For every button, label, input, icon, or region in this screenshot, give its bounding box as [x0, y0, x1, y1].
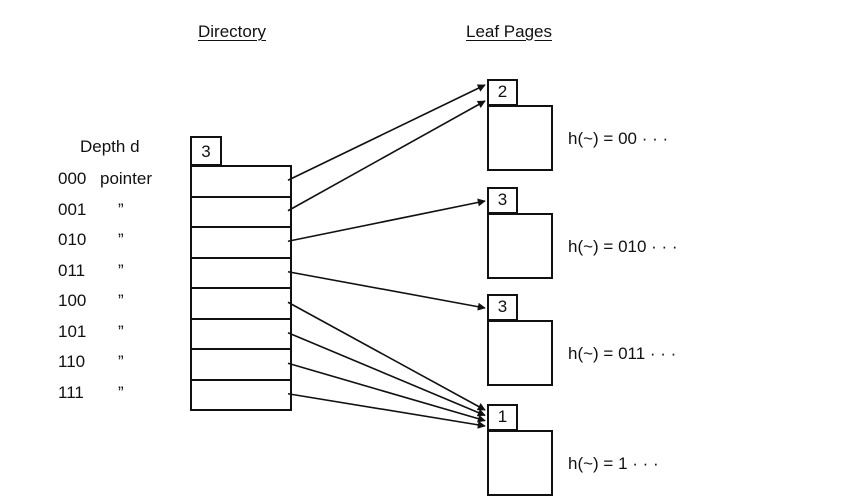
entry-ditto-mark: ” — [118, 321, 124, 341]
entry-ditto-mark: ” — [118, 352, 124, 371]
entry-bits: 001 — [58, 199, 87, 219]
entry-ditto-mark: ” — [118, 291, 124, 310]
pointer-arrow — [287, 332, 486, 417]
leaf-hash-prefix: h(~) = 011 · · · — [568, 344, 677, 363]
leaf-local-depth: 1 — [487, 404, 518, 431]
pointer-arrow — [287, 270, 486, 311]
pointer-arrow — [287, 84, 486, 181]
entry-ditto-mark: ” — [118, 382, 124, 402]
entry-bits: 110 — [58, 352, 86, 371]
directory-slot — [192, 228, 290, 259]
pointer-arrow — [287, 392, 486, 429]
depth-label: Depth d — [80, 137, 140, 156]
leaf-hash-prefix: h(~) = 1 · · · — [568, 454, 659, 473]
directory-slot — [192, 320, 290, 350]
leaf-hash-prefix: h(~) = 010 · · · — [568, 237, 678, 256]
entry-bits: 011 — [58, 260, 86, 280]
leaf-page — [487, 105, 553, 171]
entry-bits: 101 — [58, 321, 87, 341]
leaf-pages-heading: Leaf Pages — [466, 22, 553, 41]
entry-bits: 000 — [58, 169, 87, 188]
pointer-arrow — [287, 301, 486, 411]
entry-ditto-mark: ” — [118, 230, 124, 249]
pointer-arrow — [287, 362, 486, 423]
global-depth-box: 3 — [190, 136, 222, 166]
leaf-page — [487, 320, 553, 386]
directory-heading: Directory — [198, 22, 267, 41]
leaf-page — [487, 213, 553, 279]
leaf-hash-prefix: h(~) = 00 · · · — [568, 129, 669, 148]
entry-ditto-mark: ” — [118, 199, 124, 219]
directory-slot — [192, 289, 290, 320]
entry-bits: 111 — [58, 382, 84, 402]
directory-slot — [192, 259, 290, 289]
directory-slot — [192, 167, 290, 198]
pointer-arrow — [287, 198, 486, 243]
directory-slot — [192, 350, 290, 381]
entry-ditto-mark: ” — [118, 260, 124, 280]
pointer-arrow — [287, 100, 486, 212]
directory-slot — [192, 198, 290, 228]
entry-pointer-label: pointer — [100, 169, 152, 188]
entry-bits: 010 — [58, 230, 87, 249]
entry-bits: 100 — [58, 291, 87, 310]
leaf-page — [487, 430, 553, 496]
directory-table — [190, 165, 292, 411]
